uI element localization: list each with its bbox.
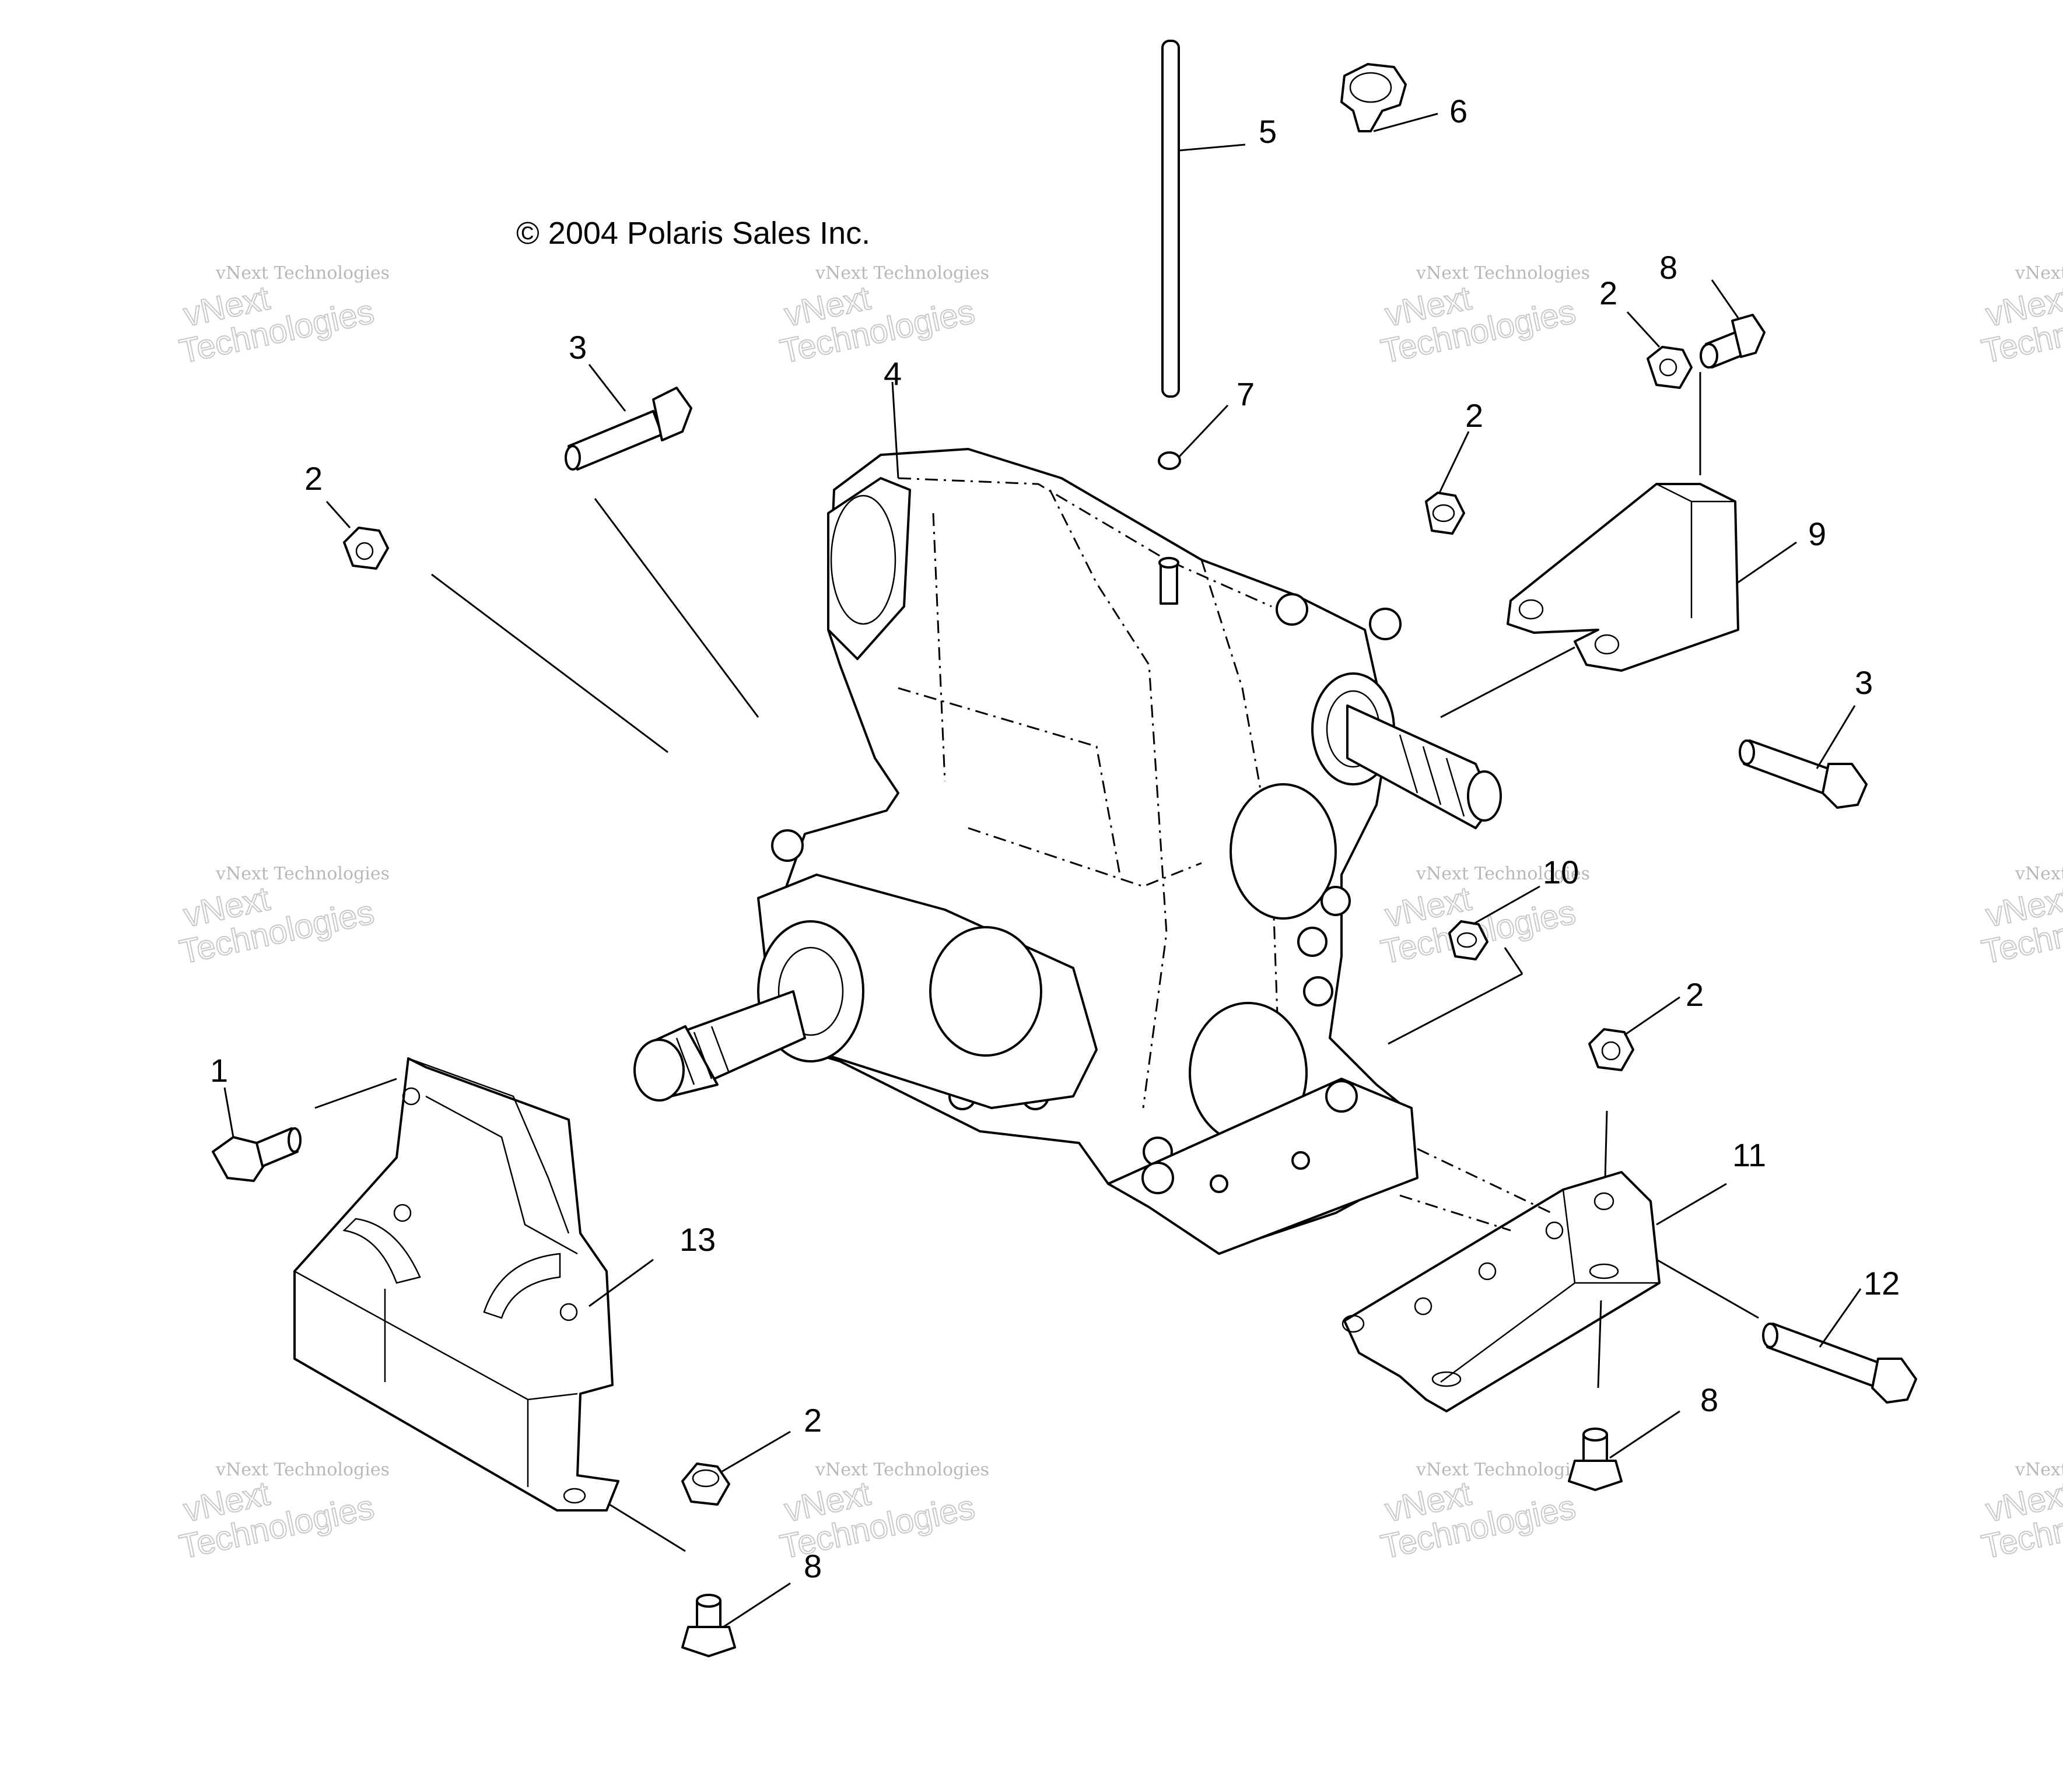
callout-4: 4 xyxy=(884,355,902,392)
part-1-bolt xyxy=(212,1087,302,1182)
callout-5: 5 xyxy=(1259,113,1277,150)
watermark-text: vNext Technologies xyxy=(1416,864,1590,884)
callout-9: 9 xyxy=(1808,515,1826,552)
part-9-bracket xyxy=(1440,372,1797,718)
callout-8: 8 xyxy=(804,1548,822,1584)
watermark-text: vNext Technologies xyxy=(2015,263,2063,283)
part-2-nut-right-middle xyxy=(1588,996,1680,1225)
part-10-nut xyxy=(1388,885,1540,1045)
part-11-bracket xyxy=(1342,1148,1727,1412)
callout-7: 7 xyxy=(1237,376,1255,412)
part-2-nut-upper-center xyxy=(1425,431,1470,535)
callout-6: 6 xyxy=(1449,93,1467,129)
watermark-text: vNext Technologies xyxy=(815,263,989,283)
callout-2: 2 xyxy=(1686,976,1704,1013)
watermarks-edge: vNext Technologies vNext Technologies vN… xyxy=(1978,263,2063,1567)
part-13-bracket xyxy=(293,1057,686,1552)
copyright-notice: © 2004 Polaris Sales Inc. xyxy=(516,216,870,251)
watermark-text: vNext Technologies xyxy=(215,1460,390,1480)
watermark-text: vNext Technologies xyxy=(215,864,390,884)
part-8-bolt-lower-right xyxy=(1568,1410,1680,1491)
callout-3: 3 xyxy=(1855,664,1873,701)
callout-2: 2 xyxy=(1599,275,1617,311)
callout-3: 3 xyxy=(569,329,587,366)
callout-2: 2 xyxy=(804,1402,822,1439)
callout-13: 13 xyxy=(680,1221,716,1258)
callout-10: 10 xyxy=(1543,854,1579,890)
part-2-nut-bottom-center xyxy=(681,1430,791,1506)
watermark-text: vNext Technologies xyxy=(815,1460,989,1480)
part-3-bolt-right xyxy=(1739,705,1868,809)
watermark-text: vNext Technologies xyxy=(1416,263,1590,283)
transmission-assembly xyxy=(633,448,1502,1255)
callout-2: 2 xyxy=(1465,397,1483,434)
watermark-text: vNext Technologies xyxy=(2015,1460,2063,1480)
callout-8: 8 xyxy=(1700,1381,1718,1418)
callout-8: 8 xyxy=(1659,249,1677,286)
watermark-text: vNext Technologies xyxy=(215,263,390,283)
part-8-bolt-bottom-left xyxy=(681,1582,791,1657)
callout-1: 1 xyxy=(210,1052,228,1089)
watermark-text: vNext Technologies xyxy=(2015,864,2063,884)
part-6-clip xyxy=(1340,63,1438,132)
callout-2: 2 xyxy=(304,460,323,497)
part-2-nut-upper-left xyxy=(325,501,668,753)
part-12-bolt xyxy=(1656,1258,1917,1404)
part-7-plug xyxy=(1158,404,1229,470)
callout-12: 12 xyxy=(1864,1265,1900,1302)
watermark-text: vNext Technologies xyxy=(1416,1460,1590,1480)
callout-11: 11 xyxy=(1732,1137,1766,1173)
callouts: 1 2 2 2 2 2 3 3 4 5 6 7 8 8 8 9 10 11 12… xyxy=(210,93,1900,1584)
part-3-bolt-left xyxy=(565,364,759,718)
part-2-nut-top-right xyxy=(1626,311,1693,389)
part-5-tube xyxy=(1161,40,1246,398)
part-8-bolt-top-right xyxy=(1700,279,1766,369)
